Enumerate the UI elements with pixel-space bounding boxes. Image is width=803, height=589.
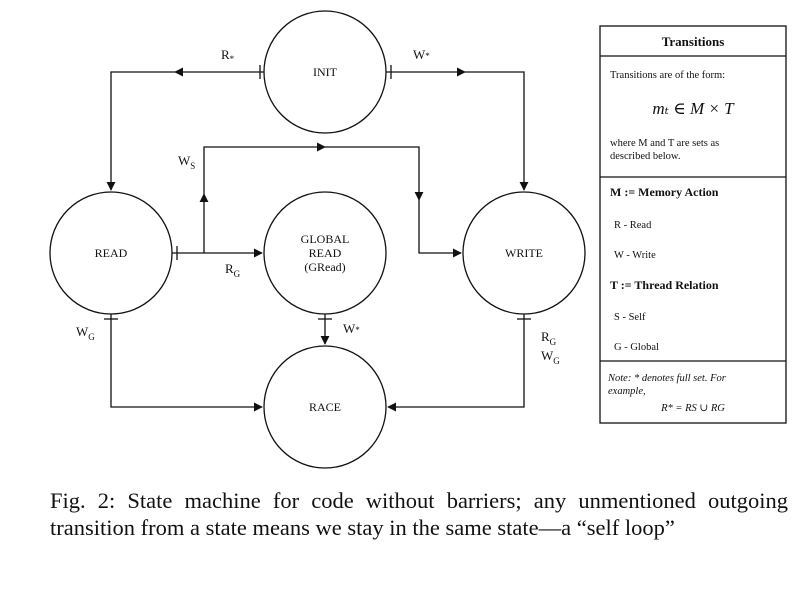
edge-init-to-read: [106, 65, 264, 191]
label-read-to-global-read: RG: [225, 261, 241, 279]
state-global-read-line-1: GLOBAL: [301, 232, 350, 246]
state-read: READ: [49, 191, 173, 315]
transitions-panel: Transitions Transitions are of the form:…: [599, 25, 787, 424]
state-race: RACE: [263, 345, 387, 469]
label-read-to-race: WG: [76, 324, 95, 342]
label-write-to-race-rg: RG: [541, 329, 557, 347]
memory-action-read: R - Read: [614, 220, 652, 231]
thread-relation-global: G - Global: [614, 342, 659, 353]
label-read-to-write: WS: [178, 153, 195, 171]
memory-action-write: W - Write: [614, 250, 656, 261]
panel-intro: Transitions are of the form:: [610, 70, 725, 81]
edge-read-to-race: [104, 314, 263, 412]
panel-note-line-1: Note: * denotes full set. For: [607, 373, 727, 384]
state-write-label: WRITE: [505, 246, 543, 260]
state-init-label: INIT: [313, 65, 338, 79]
label-global-read-to-race: W*: [343, 321, 360, 336]
panel-note-line-2: example,: [608, 386, 646, 397]
state-global-read: GLOBAL READ (GRead): [263, 191, 387, 315]
state-machine-diagram: INIT READ GLOBAL READ (GRead) WRITE RACE: [49, 10, 787, 469]
label-write-to-race-wg: WG: [541, 348, 560, 366]
panel-formula: mₜ ∈ M × T: [652, 99, 735, 118]
figure-caption: Fig. 2: State machine for code without b…: [50, 488, 788, 540]
edge-global-read-to-race: [318, 314, 332, 345]
memory-action-heading: M := Memory Action: [610, 185, 719, 199]
edge-write-to-race: [387, 314, 531, 412]
label-init-to-read: R*: [221, 47, 235, 64]
state-read-label: READ: [95, 246, 128, 260]
panel-desc-line-2: described below.: [610, 151, 680, 162]
edge-read-to-write: [199, 142, 462, 258]
panel-note-formula: R* = RS ∪ RG: [660, 403, 725, 414]
thread-relation-self: S - Self: [614, 312, 646, 323]
edge-read-to-global-read: [172, 246, 263, 260]
state-global-read-line-3: (GRead): [304, 260, 345, 274]
state-init: INIT: [263, 10, 387, 134]
label-init-to-write: W*: [413, 47, 430, 62]
state-race-label: RACE: [309, 400, 341, 414]
state-global-read-line-2: READ: [309, 246, 342, 260]
thread-relation-heading: T := Thread Relation: [610, 278, 719, 292]
edge-init-to-write: [386, 65, 529, 191]
state-write: WRITE: [462, 191, 586, 315]
panel-title: Transitions: [662, 34, 725, 49]
panel-desc-line-1: where M and T are sets as: [610, 138, 719, 149]
